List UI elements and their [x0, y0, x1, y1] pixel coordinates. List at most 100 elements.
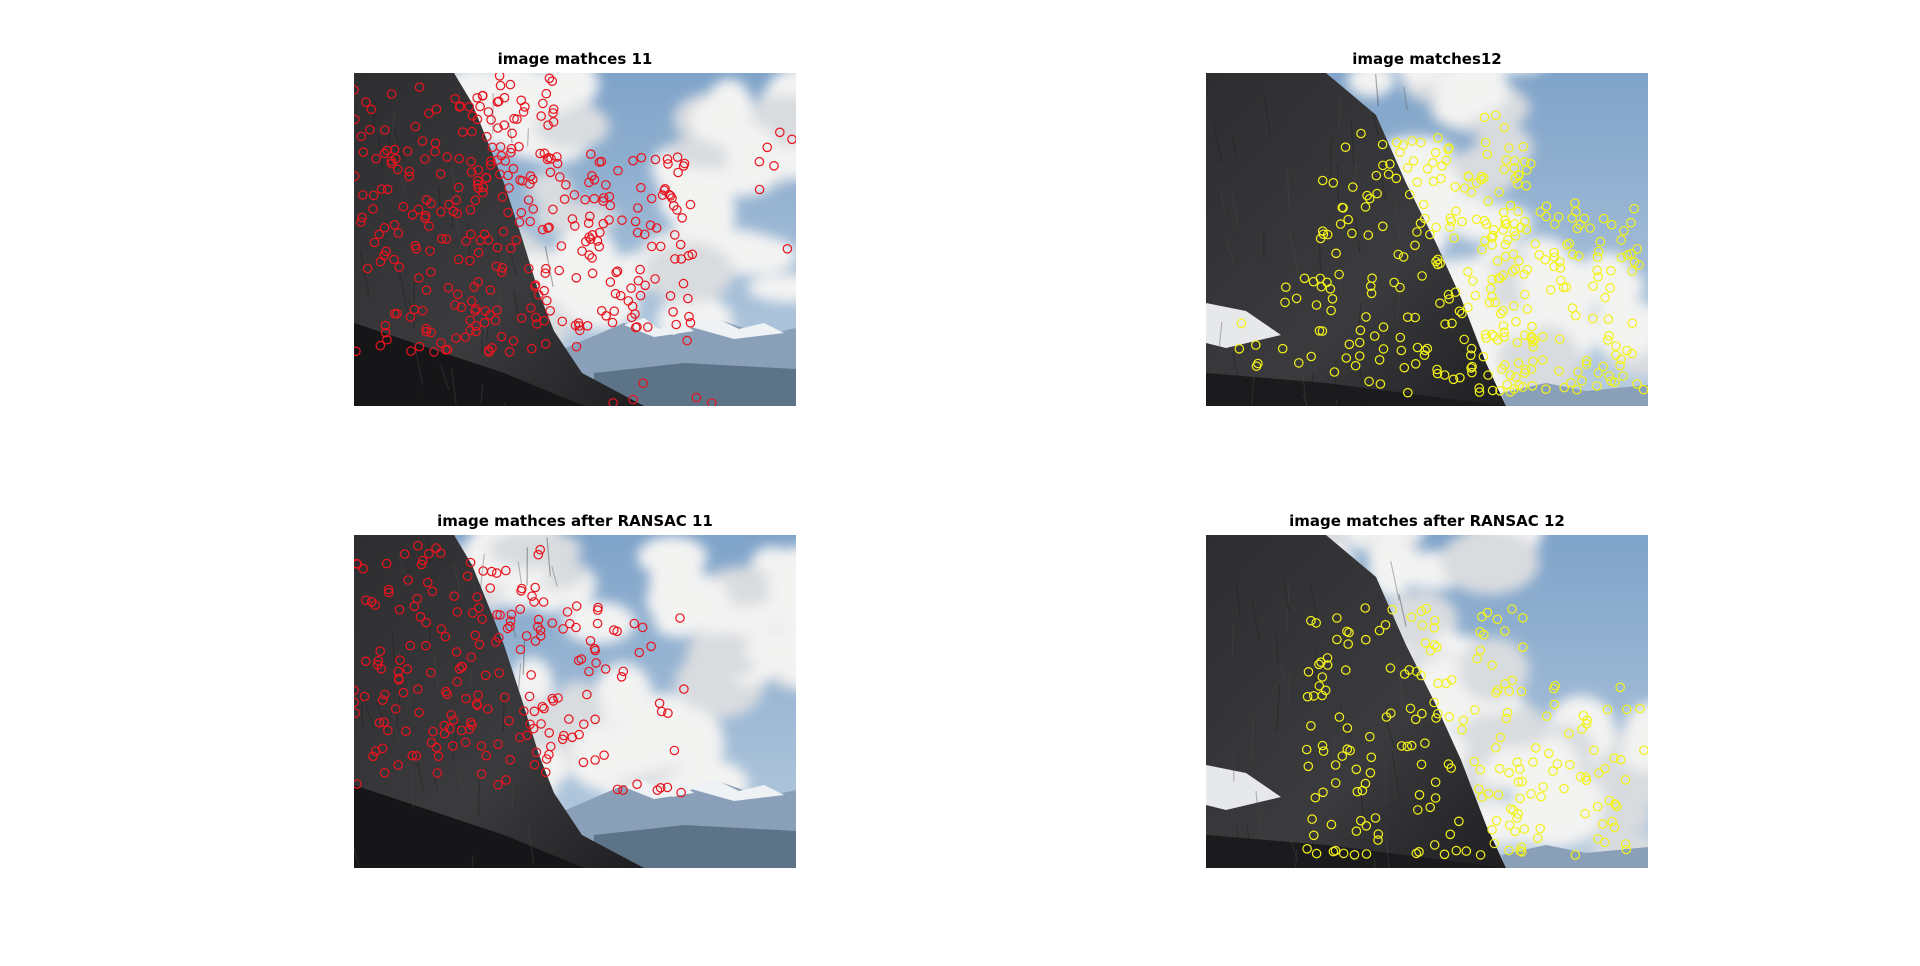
match-marker [481, 173, 492, 183]
match-marker [569, 190, 580, 200]
match-marker [472, 700, 483, 711]
match-marker [1609, 753, 1619, 763]
match-marker [1499, 164, 1509, 175]
match-marker [1490, 297, 1500, 308]
match-marker [1616, 235, 1626, 245]
match-marker [587, 253, 597, 263]
match-marker [1425, 802, 1435, 813]
match-marker [1306, 615, 1316, 626]
match-marker [365, 124, 375, 135]
match-marker [671, 319, 681, 330]
match-marker [354, 708, 361, 718]
match-marker [538, 98, 548, 109]
match-marker [632, 322, 642, 332]
match-marker [1330, 778, 1341, 788]
match-marker [485, 160, 496, 170]
match-marker [470, 630, 481, 641]
match-marker [691, 392, 702, 403]
match-marker [467, 720, 477, 730]
match-marker [684, 311, 694, 322]
match-marker [479, 317, 490, 328]
match-marker [1632, 379, 1642, 389]
match-marker [1610, 350, 1621, 360]
mountain-image-with-match-markers [1206, 73, 1648, 406]
match-marker [677, 213, 687, 223]
match-marker [1488, 225, 1499, 235]
match-marker [558, 624, 568, 634]
match-marker [442, 152, 452, 162]
match-marker [1317, 175, 1328, 186]
match-marker [1526, 331, 1537, 342]
match-marker [379, 717, 389, 727]
match-marker [594, 241, 604, 252]
match-marker [707, 398, 717, 406]
match-marker [448, 715, 459, 725]
match-marker [1408, 156, 1419, 166]
match-marker [541, 88, 552, 99]
match-marker [1414, 846, 1424, 857]
match-marker [506, 609, 517, 620]
match-marker [402, 146, 413, 156]
match-marker [1513, 358, 1524, 368]
match-marker [1361, 634, 1371, 645]
match-marker [590, 714, 600, 725]
match-marker [1534, 250, 1545, 260]
match-marker [1555, 263, 1566, 273]
match-marker [559, 194, 570, 204]
match-marker [523, 195, 534, 205]
match-marker [1580, 808, 1590, 819]
match-marker [1280, 297, 1290, 308]
match-marker [548, 117, 559, 127]
match-marker [1489, 838, 1500, 849]
match-marker [425, 667, 436, 678]
match-marker [1495, 732, 1506, 743]
match-marker [1306, 721, 1316, 731]
match-marker [501, 775, 511, 785]
match-marker [356, 217, 366, 227]
match-marker [509, 113, 519, 124]
match-marker [1334, 712, 1345, 722]
match-marker [530, 280, 541, 290]
match-marker [1458, 715, 1469, 726]
match-marker [1484, 297, 1495, 308]
match-marker [506, 243, 516, 253]
match-marker [567, 214, 578, 224]
match-marker [1526, 789, 1536, 799]
match-marker [1391, 173, 1402, 184]
match-marker [465, 255, 475, 266]
match-marker [1429, 840, 1440, 850]
match-marker [375, 340, 386, 351]
match-marker [1619, 226, 1629, 236]
match-marker [1482, 149, 1493, 160]
match-marker [1612, 801, 1622, 812]
match-marker [679, 684, 689, 694]
match-marker [1450, 287, 1461, 297]
match-marker [503, 207, 513, 218]
match-marker [1377, 139, 1388, 150]
match-marker [1374, 625, 1385, 636]
match-marker [1281, 282, 1291, 292]
match-marker [1328, 178, 1339, 188]
match-marker [1440, 319, 1450, 329]
match-marker [1326, 305, 1336, 316]
match-marker [1354, 337, 1365, 348]
match-marker [646, 241, 657, 252]
match-marker [1519, 824, 1530, 834]
match-marker [526, 343, 537, 354]
match-marker [389, 220, 400, 230]
match-marker [669, 745, 680, 756]
match-marker [480, 670, 491, 681]
match-marker [494, 73, 505, 81]
match-marker [544, 749, 554, 760]
match-marker [1422, 343, 1433, 354]
match-marker [369, 237, 380, 248]
match-marker [1476, 174, 1487, 185]
match-marker [1607, 816, 1617, 827]
match-marker [1567, 303, 1578, 313]
match-marker [1566, 377, 1576, 388]
cliff [1206, 535, 1506, 868]
match-marker [465, 325, 475, 336]
match-marker [1517, 613, 1528, 623]
match-marker [630, 216, 641, 227]
match-marker [490, 315, 501, 326]
